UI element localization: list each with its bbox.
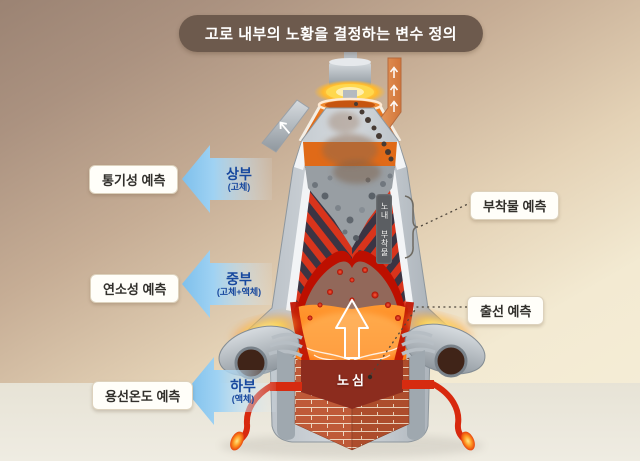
arrow-upper-zone: 상부 (고체) [180,141,272,217]
hearth [270,350,434,451]
furnace-interior [290,102,414,367]
left-arrow-icon [186,357,276,425]
deposit-dotted-line [420,202,471,227]
tapping-dotted-line [369,306,467,377]
left-arrow-icon [182,145,272,213]
falling-charge [348,102,394,162]
tap-stream-right [430,381,475,451]
gas-flow-arrow [299,299,405,364]
cohesive-zone [296,250,406,322]
zone-phase: (고체) [227,181,251,192]
callout-tapping: 출선 예측 [467,296,545,325]
hearth-core-zone [301,360,403,409]
left-arrow-icon [182,250,272,318]
deposit-bracket [404,195,419,259]
zone-phase: (액체) [231,393,255,404]
callout-permeability: 통기성 예측 [89,165,179,194]
wall-deposit-tab: 노내 부착물 [376,194,392,264]
callout-iron-temperature: 용선온도 예측 [92,381,194,410]
charging-bell [314,52,386,104]
zone-name: 하부 [230,377,256,394]
callout-combustibility: 연소성 예측 [90,274,180,303]
zone-name: 중부 [226,270,252,287]
melting-zone [294,304,408,366]
uptake-pipe-left [261,99,310,153]
callout-connectors [367,195,471,380]
zone-phase: (고체+액체) [216,286,262,297]
bustle-pipe-right [401,311,486,378]
iron-droplets [307,267,401,321]
callout-deposit: 부착물 예측 [470,191,560,220]
page-title: 고로 내부의 노황을 결정하는 변수 정의 [178,15,484,52]
zone-name: 상부 [226,165,252,182]
hearth-core-label: 노심 [337,373,367,388]
arrow-middle-zone: 중부 (고체+액체) [180,246,272,322]
arrow-lower-zone: 하부 (액체) [184,353,276,429]
